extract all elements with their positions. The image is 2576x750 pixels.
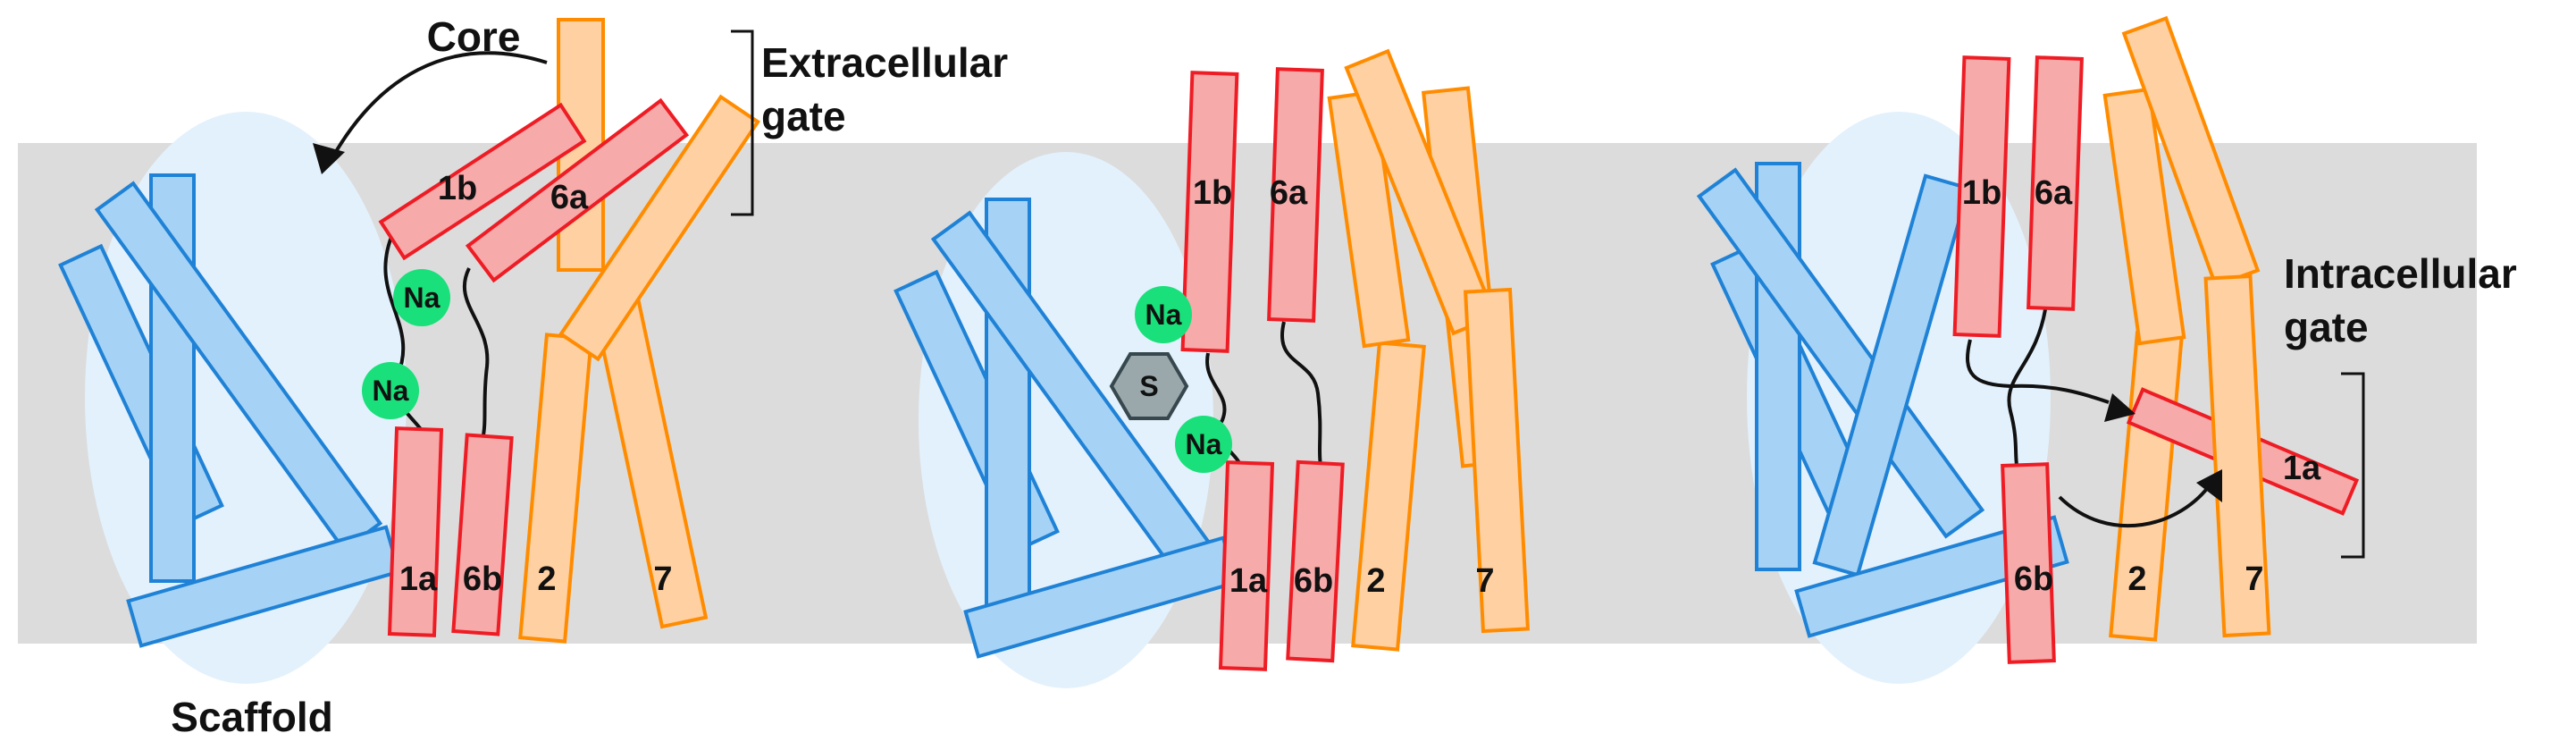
red-helices [1180,67,1345,671]
panel-inward-open: 1b 6a 1a 6b 2 7 Intracellular gate [1696,15,2517,684]
label-7: 7 [653,560,672,598]
helix-1a [1218,460,1275,671]
helix-1a [387,426,444,637]
scaffold-helix [1696,167,1985,539]
core-label: Core [427,13,521,60]
loop-1b-1a [1205,352,1242,476]
scaffold-label: Scaffold [171,694,332,740]
label-1a: 1a [2283,450,2321,487]
loop-6a-6b [1280,321,1322,466]
label-2: 2 [537,560,556,598]
red-helices [1952,55,2084,664]
label-1a: 1a [399,560,438,598]
svg-text:Na: Na [1145,299,1182,331]
label-1a: 1a [1229,562,1268,600]
helix-1b [378,102,587,261]
arrowhead [2196,469,2222,502]
helix-6b [1286,459,1345,663]
helix-1a-rotation-arrow [2058,481,2213,528]
helix-2 [1351,341,1426,652]
label-6b: 6b [1294,562,1333,600]
loop-6a-6b [462,267,490,441]
label-2: 2 [2127,560,2146,598]
sodium-ion: Na [393,269,450,326]
arrowhead [2104,393,2135,422]
label-2: 2 [1366,562,1385,600]
label-6b: 6b [463,560,502,598]
helix-6a [2026,55,2084,311]
helix-6a [465,97,690,283]
scaffold-helix [1794,515,2069,638]
helix-2-upper [2102,87,2186,346]
scaffold-helices [1696,162,2069,638]
substrate-hexagon: S [1109,352,1189,420]
extracellular-gate-bracket [731,29,754,216]
orange-helices [518,18,760,644]
helix-6b [2001,462,2056,664]
scaffold-helices [58,173,401,648]
orange-helices [1327,48,1531,652]
helix-1b [1180,71,1239,353]
intracellular-gate-label-line1: Intracellular [2284,250,2517,297]
svg-text:Na: Na [373,375,409,407]
helix-2-upper [1327,89,1411,349]
helix-7-upper [558,94,760,362]
svg-text:Na: Na [1186,428,1222,460]
svg-text:Na: Na [404,282,441,314]
core-rotation-arrow [329,51,548,162]
helix-7-lower [1463,287,1531,634]
helix-7 [2203,274,2271,638]
intracellular-gate-bracket [2341,372,2365,559]
panel-outward-open: 1b 6a 1a 6b 2 7 Na Na Core Extracellular… [58,13,1008,740]
panel-occluded: 1b 6a 1a 6b 2 7 Na S Na [894,48,1531,688]
sodium-ion: Na [1135,286,1192,343]
label-6a: 6a [1270,174,1308,212]
label-1b: 1b [1193,174,1232,212]
red-helices [378,97,690,637]
label-6a: 6a [550,179,589,216]
label-7: 7 [2245,560,2263,598]
scaffold-helix [1812,173,1971,577]
label-1b: 1b [1962,174,2001,212]
extracellular-gate-label-line1: Extracellular [761,39,1008,86]
scaffold-helices [894,198,1238,659]
extracellular-gate-label-line2: gate [761,93,846,139]
helix-1b [1952,55,2011,338]
sodium-ion: Na [1175,416,1232,473]
label-6a: 6a [2035,174,2073,212]
intracellular-gate-label-line2: gate [2284,304,2369,350]
helix-6b [451,433,514,636]
helix-6a [1267,67,1324,323]
svg-text:S: S [1139,370,1158,402]
loop-6a-6b [2007,303,2048,466]
label-7: 7 [1475,562,1494,600]
arrowhead [313,143,345,174]
label-6b: 6b [2014,560,2053,598]
label-1b: 1b [438,170,477,207]
sodium-ion: Na [362,362,419,419]
